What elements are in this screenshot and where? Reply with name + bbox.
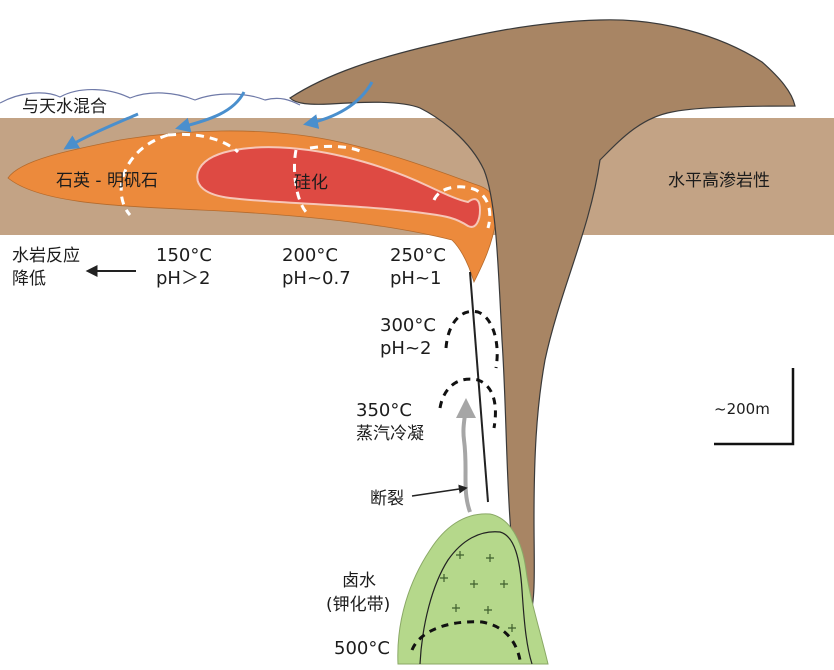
label-temp-300: 300°C xyxy=(380,315,436,336)
label-ph-200: pH~0.7 xyxy=(282,268,351,289)
label-ph-150: pH＞2 xyxy=(156,268,210,289)
label-steam-condensation: 蒸汽冷凝 xyxy=(356,424,424,444)
fracture-line xyxy=(469,271,489,503)
label-temp-500: 500°C xyxy=(334,638,390,659)
label-fracture: 断裂 xyxy=(370,489,404,509)
label-temp-250: 250°C xyxy=(390,245,446,266)
label-potassic-zone: (钾化带) xyxy=(326,595,390,615)
meteoric-inflow-arrows xyxy=(63,81,374,150)
label-brine: 卤水 xyxy=(342,571,376,591)
label-ph-250: pH~1 xyxy=(390,268,442,289)
label-intrusive-lithology: 水平高渗岩性 xyxy=(668,171,770,191)
label-water-rock-1: 水岩反应 xyxy=(12,246,80,266)
brine-crystal-marks xyxy=(440,551,516,632)
brine-inner-boundary xyxy=(419,531,533,665)
fracture-pointer-arrow xyxy=(411,484,468,497)
label-temp-200: 200°C xyxy=(282,245,338,266)
label-mix-meteoric: 与天水混合 xyxy=(22,97,107,117)
label-water-rock-2: 降低 xyxy=(12,269,46,289)
deep-isotherms xyxy=(410,309,522,661)
label-silicification: 硅化 xyxy=(294,173,328,193)
label-scale: ~200m xyxy=(714,400,770,418)
meteoric-water-surface xyxy=(0,88,301,106)
label-quartz-alunite: 石英 - 明矾石 xyxy=(56,171,158,191)
intrusion-body xyxy=(289,19,796,617)
steam-rise-arrow xyxy=(455,398,476,513)
scale-bar xyxy=(714,368,795,446)
label-temp-350: 350°C xyxy=(356,400,412,421)
label-temp-150: 150°C xyxy=(156,245,212,266)
label-ph-300: pH~2 xyxy=(380,338,432,359)
brine-potassic-zone xyxy=(397,513,549,665)
alteration-isotherms xyxy=(119,132,492,229)
silicification-core xyxy=(196,146,482,228)
